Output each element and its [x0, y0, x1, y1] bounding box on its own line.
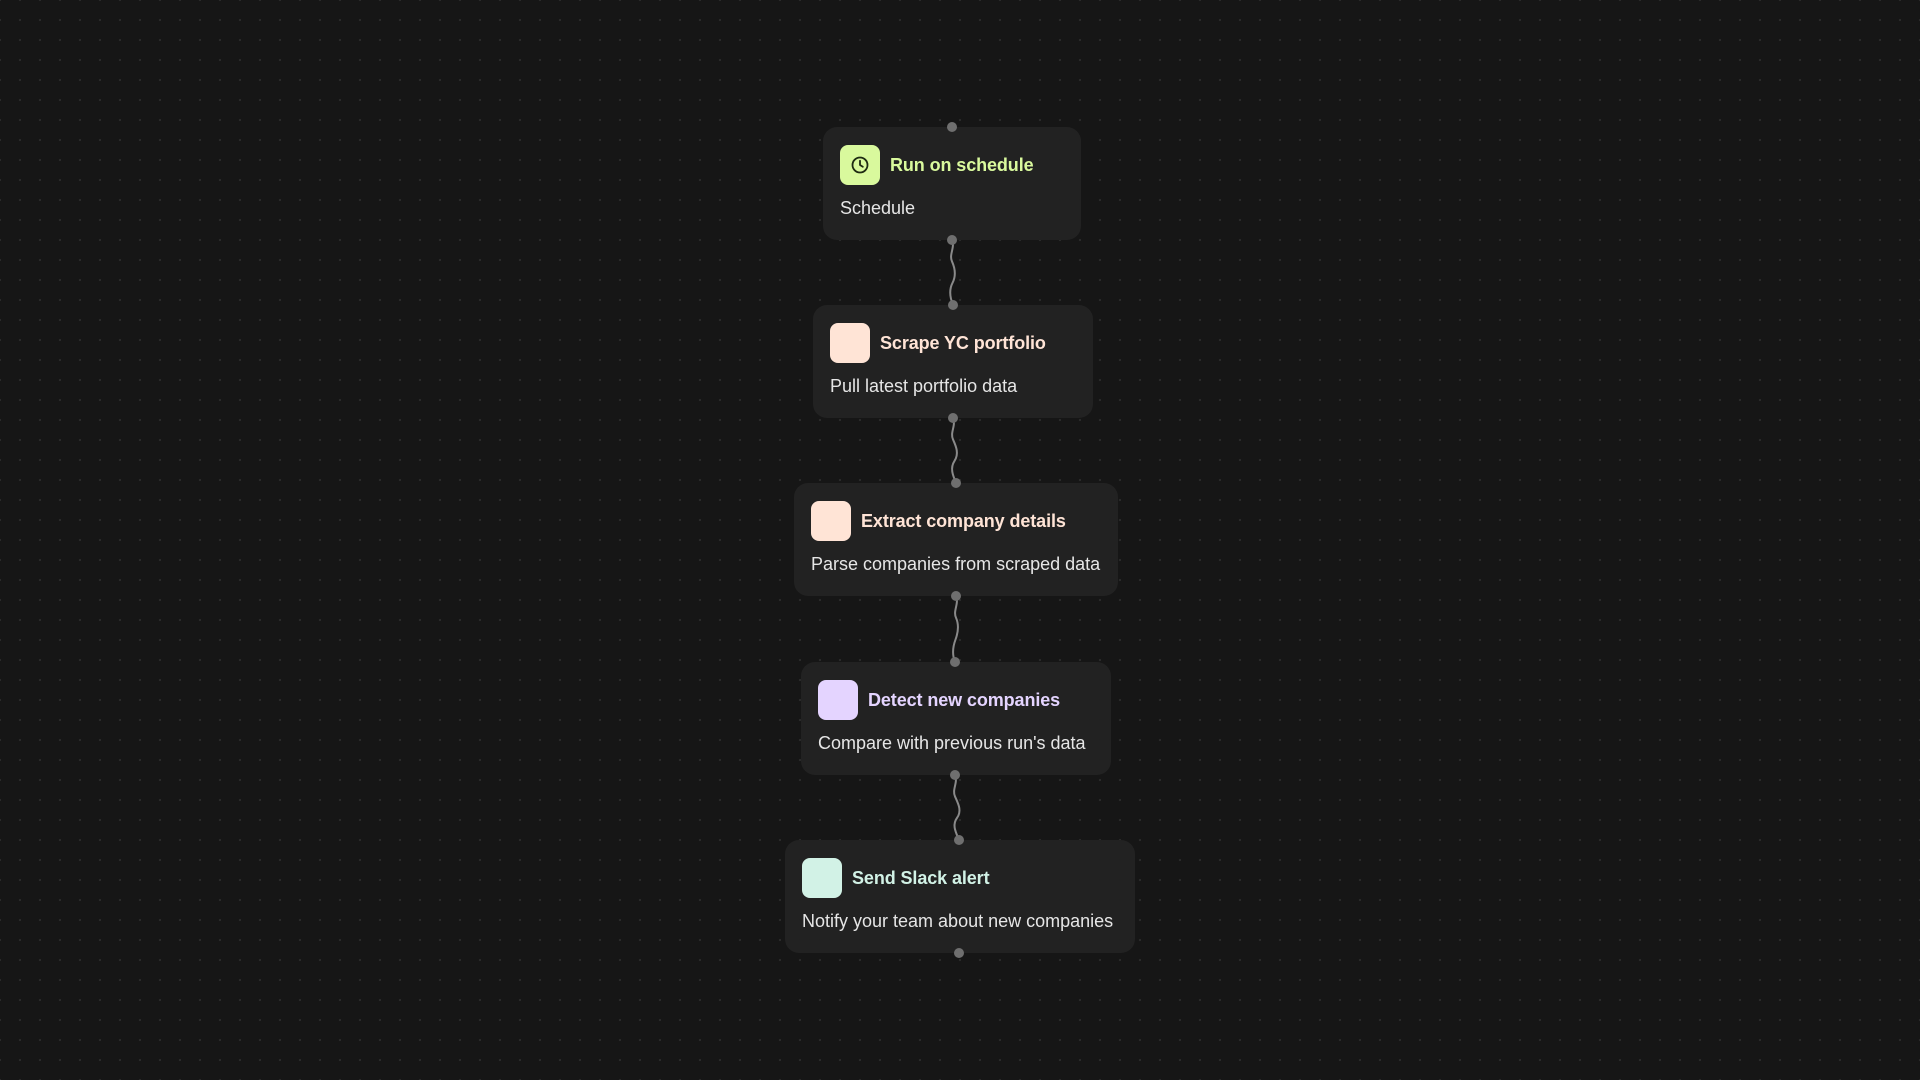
connector-edge — [953, 774, 961, 841]
node-output-port[interactable] — [954, 948, 964, 958]
node-input-port[interactable] — [950, 657, 960, 667]
node-detect-new-companies[interactable]: Detect new companies Compare with previo… — [801, 662, 1111, 775]
node-output-port[interactable] — [951, 591, 961, 601]
node-description: Parse companies from scraped data — [811, 554, 1101, 574]
node-send-slack-alert[interactable]: Send Slack alert Notify your team about … — [785, 840, 1135, 953]
node-input-port[interactable] — [947, 122, 957, 132]
node-scrape-yc-portfolio[interactable]: Scrape YC portfolio Pull latest portfoli… — [813, 305, 1093, 418]
node-extract-company-details[interactable]: Extract company details Parse companies … — [794, 483, 1118, 596]
node-title: Send Slack alert — [852, 867, 990, 888]
scrape-icon — [830, 323, 870, 363]
node-description: Schedule — [840, 198, 916, 218]
node-description: Pull latest portfolio data — [830, 376, 1018, 396]
connector-edge — [952, 595, 959, 663]
node-description: Notify your team about new companies — [802, 911, 1114, 931]
connector-edge — [949, 239, 956, 306]
node-output-port[interactable] — [948, 413, 958, 423]
connector-edge — [951, 417, 958, 484]
slack-icon — [802, 858, 842, 898]
node-title: Scrape YC portfolio — [880, 332, 1046, 353]
detect-icon — [818, 680, 858, 720]
node-title: Extract company details — [861, 510, 1066, 531]
node-input-port[interactable] — [951, 478, 961, 488]
node-title: Run on schedule — [890, 154, 1034, 175]
node-input-port[interactable] — [954, 835, 964, 845]
node-output-port[interactable] — [950, 770, 960, 780]
node-input-port[interactable] — [948, 300, 958, 310]
node-output-port[interactable] — [947, 235, 957, 245]
clock-icon — [840, 145, 880, 185]
extract-icon — [811, 501, 851, 541]
node-description: Compare with previous run's data — [818, 733, 1086, 753]
node-run-on-schedule[interactable]: Run on schedule Schedule — [823, 127, 1081, 240]
node-title: Detect new companies — [868, 689, 1061, 710]
